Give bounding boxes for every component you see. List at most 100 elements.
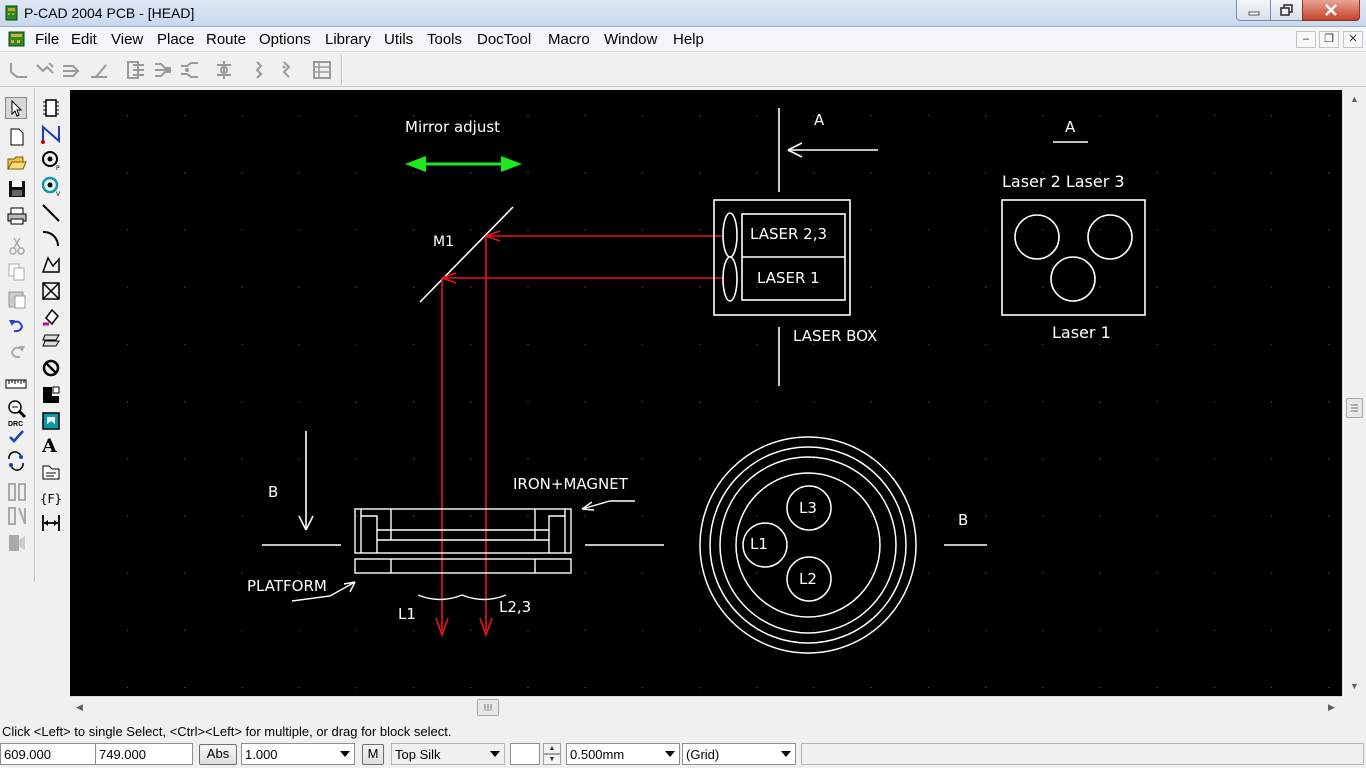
grid-mode-value: (Grid) — [686, 747, 720, 762]
menu-help[interactable]: Help — [673, 31, 704, 48]
bus-route-icon[interactable] — [125, 59, 147, 81]
place-pad-icon-2[interactable]: P — [40, 149, 62, 171]
horizontal-scroll-thumb[interactable] — [477, 699, 499, 716]
scroll-down-arrow[interactable]: ▼ — [1350, 681, 1359, 691]
document-icon[interactable] — [8, 31, 26, 47]
drc-icon — [9, 430, 24, 443]
grid-mode-select[interactable]: (Grid) — [682, 743, 796, 765]
vertical-scroll-thumb[interactable] — [1346, 398, 1363, 418]
pcb-drawing: Mirror adjust M1 LASER 2,3 LASER 1 — [127, 108, 1342, 696]
gloss-icon[interactable] — [213, 59, 235, 81]
route-interactive-icon[interactable] — [35, 59, 57, 81]
push-traces-icon[interactable] — [179, 59, 201, 81]
menu-window[interactable]: Window — [604, 31, 658, 48]
place-copper-pour-icon[interactable] — [40, 306, 62, 328]
place-arc-icon[interactable] — [40, 228, 62, 250]
place-plane-icon[interactable] — [40, 331, 62, 353]
scroll-right-arrow[interactable]: ▶ — [1328, 702, 1335, 712]
menu-macro[interactable]: Macro — [548, 31, 590, 48]
menu-library[interactable]: Library — [325, 31, 371, 48]
m-button[interactable]: M — [362, 744, 384, 765]
measure-icon[interactable] — [5, 373, 27, 395]
paste-icon[interactable] — [6, 288, 28, 310]
pcad-app-icon[interactable] — [4, 5, 20, 21]
place-room-icon[interactable] — [40, 410, 62, 432]
new-file-icon[interactable] — [6, 126, 28, 148]
place-connection-icon[interactable] — [40, 123, 62, 145]
place-polygon-icon[interactable] — [40, 254, 62, 276]
menu-options[interactable]: Options — [259, 31, 311, 48]
title-bar: P-CAD 2004 PCB - [HEAD] — [0, 0, 1366, 27]
line-width-select[interactable]: 0.500mm — [566, 743, 680, 765]
fanout-icon[interactable] — [152, 59, 174, 81]
highlight-icon[interactable] — [6, 532, 28, 554]
pcb-canvas[interactable]: Mirror adjust M1 LASER 2,3 LASER 1 — [70, 90, 1342, 696]
mdi-minimize-button[interactable]: – — [1296, 31, 1316, 48]
menu-view[interactable]: View — [111, 31, 144, 48]
place-component-icon[interactable] — [40, 97, 62, 119]
place-text-icon[interactable]: A — [42, 435, 57, 457]
scroll-left-arrow[interactable]: ◀ — [76, 702, 83, 712]
menu-tools[interactable]: Tools — [427, 31, 463, 48]
route-multi-trace-icon[interactable] — [61, 59, 83, 81]
cut-icon[interactable] — [6, 235, 28, 257]
spin-down-icon[interactable]: ▼ — [543, 754, 561, 765]
maximize-button[interactable] — [1270, 0, 1303, 21]
layer-select[interactable]: Top Silk — [391, 743, 505, 765]
place-point-icon[interactable] — [40, 384, 62, 406]
zoom-icon[interactable] — [6, 398, 28, 420]
abs-button[interactable]: Abs — [199, 744, 237, 765]
mdi-restore-button[interactable]: ❐ — [1319, 31, 1339, 48]
place-via-icon-2[interactable]: V — [40, 175, 62, 197]
grid-select[interactable]: 1.000 — [241, 743, 355, 765]
mirror-adjust-label: Mirror adjust — [405, 118, 500, 136]
place-line-icon[interactable] — [40, 202, 62, 224]
restore-icon — [1279, 4, 1293, 16]
x-coordinate-field[interactable]: 609.000 — [0, 743, 96, 765]
print-icon[interactable] — [6, 205, 28, 227]
vertical-scrollbar[interactable]: ▲ ▼ — [1342, 90, 1366, 696]
menu-doctool[interactable]: DocTool — [477, 31, 532, 48]
horizontal-scrollbar[interactable]: ◀ ▶ — [70, 696, 1342, 718]
place-via-icon[interactable] — [6, 505, 28, 527]
scroll-up-arrow[interactable]: ▲ — [1350, 94, 1359, 104]
place-dimension-icon[interactable] — [40, 512, 62, 534]
circular-mount-view — [699, 436, 917, 654]
place-keepout-icon[interactable] — [40, 280, 62, 302]
route-manual-icon[interactable] — [8, 59, 30, 81]
save-icon[interactable] — [6, 178, 28, 200]
open-folder-icon[interactable] — [6, 152, 28, 174]
redraw-icon[interactable] — [5, 450, 27, 472]
cut-segment-icon[interactable] — [249, 59, 271, 81]
platform-assembly — [354, 508, 572, 574]
drc-button[interactable]: DRC — [5, 421, 27, 445]
y-coordinate-field[interactable]: 749.000 — [95, 743, 193, 765]
place-field-icon[interactable]: {F} — [40, 492, 62, 506]
menu-route[interactable]: Route — [206, 31, 247, 48]
retrace-icon[interactable] — [276, 59, 298, 81]
mdi-close-button[interactable]: ✕ — [1343, 31, 1363, 48]
spin-up-icon[interactable]: ▲ — [543, 743, 561, 754]
place-cutout-icon[interactable] — [40, 357, 62, 379]
select-button[interactable] — [5, 97, 27, 119]
chevron-down-icon — [340, 751, 350, 757]
redo-icon[interactable] — [6, 341, 28, 363]
route-miter-icon[interactable] — [88, 59, 110, 81]
color-swatch[interactable] — [510, 743, 540, 765]
minimize-button[interactable] — [1236, 0, 1271, 21]
iron-magnet-leader — [581, 500, 635, 511]
status-message: Click <Left> to single Select, <Ctrl><Le… — [2, 724, 452, 739]
undo-icon[interactable] — [6, 315, 28, 337]
menu-edit[interactable]: Edit — [71, 31, 97, 48]
layer-spinner[interactable]: ▲ ▼ — [543, 743, 561, 765]
copy-icon[interactable] — [6, 261, 28, 283]
close-button[interactable] — [1302, 0, 1360, 21]
place-attribute-icon[interactable] — [40, 461, 62, 483]
menu-utils[interactable]: Utils — [384, 31, 414, 48]
layer-stackup-icon[interactable] — [311, 59, 333, 81]
layer-value: Top Silk — [395, 747, 441, 762]
menu-file[interactable]: File — [35, 31, 60, 48]
place-pad-icon[interactable] — [6, 481, 28, 503]
menu-place[interactable]: Place — [157, 31, 195, 48]
section-line-b — [262, 431, 664, 546]
